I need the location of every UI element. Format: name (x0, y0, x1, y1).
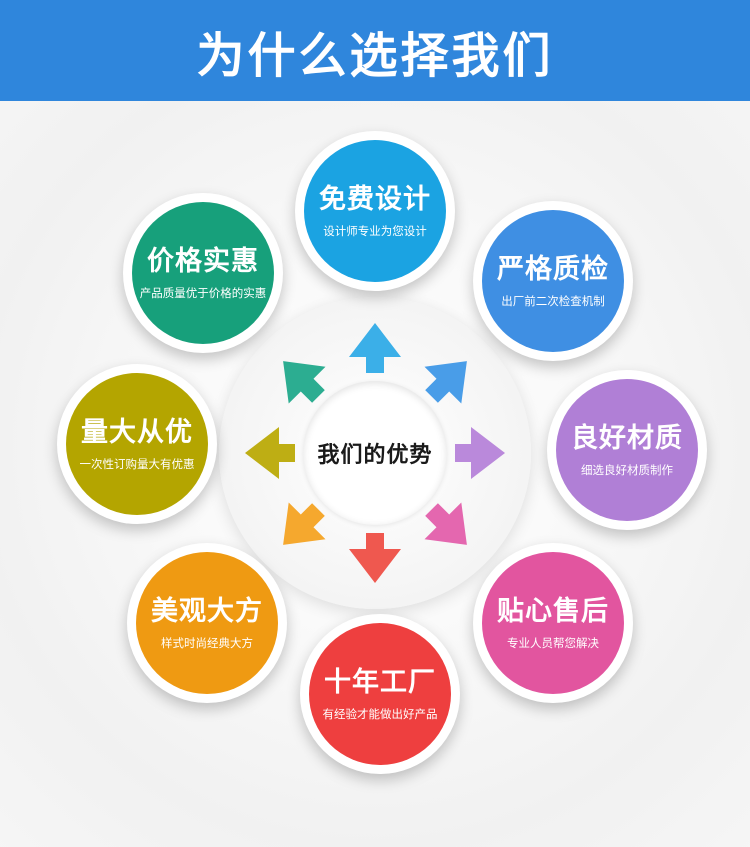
feature-title: 价格实惠 (147, 245, 259, 277)
feature-title: 良好材质 (571, 422, 683, 454)
feature-ten-year-factory: 十年工厂 有经验才能做出好产品 (300, 614, 460, 774)
feature-disc: 良好材质 细选良好材质制作 (556, 379, 698, 521)
arrow-left-icon (245, 427, 295, 479)
arrow-down-left-icon (283, 502, 326, 545)
feature-title: 免费设计 (319, 183, 431, 215)
feature-subtitle: 样式时尚经典大方 (161, 635, 253, 650)
feature-subtitle: 出厂前二次检查机制 (501, 293, 605, 308)
page-header: 为什么选择我们 (0, 0, 750, 101)
feature-title: 量大从优 (81, 416, 193, 448)
feature-disc: 美观大方 样式时尚经典大方 (136, 552, 278, 694)
feature-title: 美观大方 (151, 595, 263, 627)
feature-disc: 贴心售后 专业人员帮您解决 (482, 552, 624, 694)
feature-title: 十年工厂 (324, 666, 436, 698)
arrow-right-icon (455, 427, 505, 479)
center-label: 我们的优势 (317, 443, 433, 468)
feature-strict-quality-check: 严格质检 出厂前二次检查机制 (473, 201, 633, 361)
feature-subtitle: 有经验才能做出好产品 (322, 706, 438, 721)
feature-disc: 价格实惠 产品质量优于价格的实惠 (132, 202, 274, 344)
feature-after-sales-service: 贴心售后 专业人员帮您解决 (473, 543, 633, 703)
arrow-down-icon (349, 533, 401, 583)
feature-affordable-price: 价格实惠 产品质量优于价格的实惠 (123, 193, 283, 353)
arrow-up-icon (349, 323, 401, 373)
feature-title: 严格质检 (497, 253, 609, 285)
feature-disc: 严格质检 出厂前二次检查机制 (482, 210, 624, 352)
feature-subtitle: 专业人员帮您解决 (507, 635, 599, 650)
arrow-up-left-icon (283, 361, 326, 404)
feature-title: 贴心售后 (497, 595, 609, 627)
feature-volume-discount: 量大从优 一次性订购量大有优惠 (57, 364, 217, 524)
feature-subtitle: 设计师专业为您设计 (323, 223, 427, 238)
feature-disc: 量大从优 一次性订购量大有优惠 (66, 373, 208, 515)
arrow-up-right-icon (424, 361, 467, 404)
center-disc: 我们的优势 (303, 381, 447, 525)
feature-disc: 十年工厂 有经验才能做出好产品 (309, 623, 451, 765)
page-title: 为什么选择我们 (196, 27, 554, 84)
feature-disc: 免费设计 设计师专业为您设计 (304, 140, 446, 282)
feature-free-design: 免费设计 设计师专业为您设计 (295, 131, 455, 291)
feature-beautiful-style: 美观大方 样式时尚经典大方 (127, 543, 287, 703)
feature-subtitle: 一次性订购量大有优惠 (79, 456, 195, 471)
arrow-down-right-icon (424, 502, 467, 545)
feature-good-material: 良好材质 细选良好材质制作 (547, 370, 707, 530)
feature-subtitle: 细选良好材质制作 (581, 462, 673, 477)
feature-subtitle: 产品质量优于价格的实惠 (139, 285, 267, 300)
